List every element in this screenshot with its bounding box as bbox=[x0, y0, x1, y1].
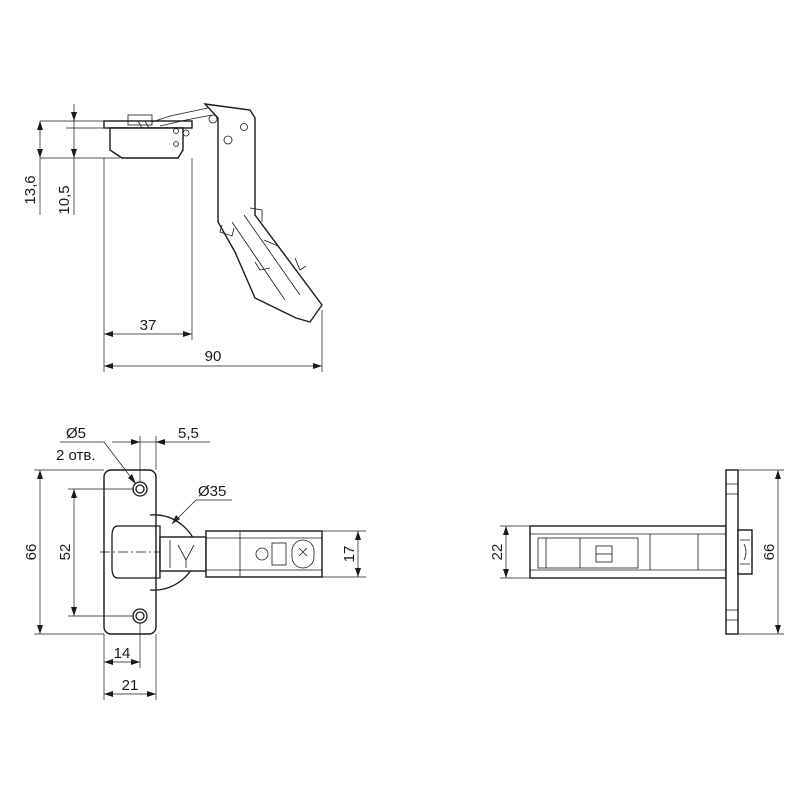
arrow-10-5-top bbox=[71, 112, 77, 121]
arm-side-inner bbox=[537, 537, 639, 569]
arrow-66-bottom bbox=[37, 625, 43, 634]
arm-height-17-label: 17 bbox=[341, 546, 358, 563]
arm-pivot-2 bbox=[223, 135, 233, 145]
adjust-slot-front bbox=[271, 542, 287, 566]
offset-5-5-label: 5,5 bbox=[178, 425, 199, 442]
hole-diameter-label: Ø5 bbox=[66, 425, 86, 442]
arrow-14-right bbox=[131, 659, 140, 665]
arrow-52-bottom bbox=[71, 607, 77, 616]
arm-clips bbox=[219, 224, 307, 271]
arrow-5-5-left bbox=[131, 439, 140, 445]
dim-10-5-label: 10,5 bbox=[56, 185, 73, 214]
dim-13-6-label: 13,6 bbox=[22, 175, 39, 204]
adjust-screw-front bbox=[255, 547, 269, 561]
arm-notches bbox=[249, 207, 279, 247]
hinge-arm-profile bbox=[203, 103, 323, 323]
cup-leader-arrow bbox=[172, 515, 180, 524]
hole-leader-arrow bbox=[128, 474, 136, 484]
offset-21-label: 21 bbox=[122, 677, 139, 694]
screw-hole-top-inner bbox=[135, 484, 145, 494]
arrow-66-top bbox=[37, 470, 43, 479]
arm-front bbox=[205, 530, 323, 578]
cup-side bbox=[737, 529, 753, 575]
arrow-22-bottom bbox=[503, 569, 509, 578]
arm-front-mark bbox=[169, 540, 195, 568]
offset-14-label: 14 bbox=[114, 645, 131, 662]
cam-front bbox=[291, 539, 315, 569]
arrow-37-right bbox=[183, 331, 192, 337]
hinge-side-view: 22 66 bbox=[489, 469, 784, 635]
cup-pin-3 bbox=[182, 129, 190, 137]
hinge-front-view: Ø5 2 отв. 5,5 Ø35 66 52 bbox=[23, 425, 366, 700]
arrow-90-right bbox=[313, 363, 322, 369]
arrow-66r-bottom bbox=[775, 625, 781, 634]
cup-side-detail bbox=[740, 539, 750, 565]
arrow-37-left bbox=[104, 331, 113, 337]
cup-pin-2 bbox=[173, 141, 179, 147]
cup-front bbox=[111, 525, 161, 579]
cup-pin-1 bbox=[173, 128, 179, 134]
plate-side-holes bbox=[726, 483, 738, 621]
arrow-52-top bbox=[71, 489, 77, 498]
dim-37-label: 37 bbox=[140, 317, 157, 334]
screw-hole-bottom-inner bbox=[135, 611, 145, 621]
hinge-profile-view: 13,6 10,5 37 90 bbox=[22, 103, 323, 372]
arrow-21-right bbox=[147, 691, 156, 697]
arrow-66r-top bbox=[775, 470, 781, 479]
hole-spacing-52-label: 52 bbox=[57, 544, 74, 561]
cam-cross bbox=[298, 547, 308, 557]
arm-pivot-3 bbox=[240, 123, 248, 131]
arrow-13-6-top bbox=[37, 121, 43, 130]
arrow-17-bottom bbox=[355, 568, 361, 577]
side-height-22-label: 22 bbox=[489, 544, 506, 561]
arrow-10-5-bottom bbox=[71, 149, 77, 158]
link-arm bbox=[151, 107, 213, 127]
arrow-17-top bbox=[355, 531, 361, 540]
cup-screw-mark bbox=[137, 120, 150, 129]
cup-diameter-label: Ø35 bbox=[198, 483, 226, 500]
arrow-14-left bbox=[104, 659, 113, 665]
cup-body-profile bbox=[109, 127, 184, 159]
arrow-13-6-bottom bbox=[37, 149, 43, 158]
arrow-5-5-right bbox=[156, 439, 165, 445]
dim-90-label: 90 bbox=[205, 348, 222, 365]
arm-pivot-1 bbox=[208, 114, 218, 124]
arm-inner-lines bbox=[231, 214, 301, 301]
mounting-plate-side bbox=[725, 469, 739, 635]
side-plate-66-label: 66 bbox=[761, 544, 778, 561]
arrow-21-left bbox=[104, 691, 113, 697]
arrow-22-top bbox=[503, 526, 509, 535]
hole-count-label: 2 отв. bbox=[56, 447, 96, 464]
plate-height-66-label: 66 bbox=[23, 544, 40, 561]
arrow-90-left bbox=[104, 363, 113, 369]
